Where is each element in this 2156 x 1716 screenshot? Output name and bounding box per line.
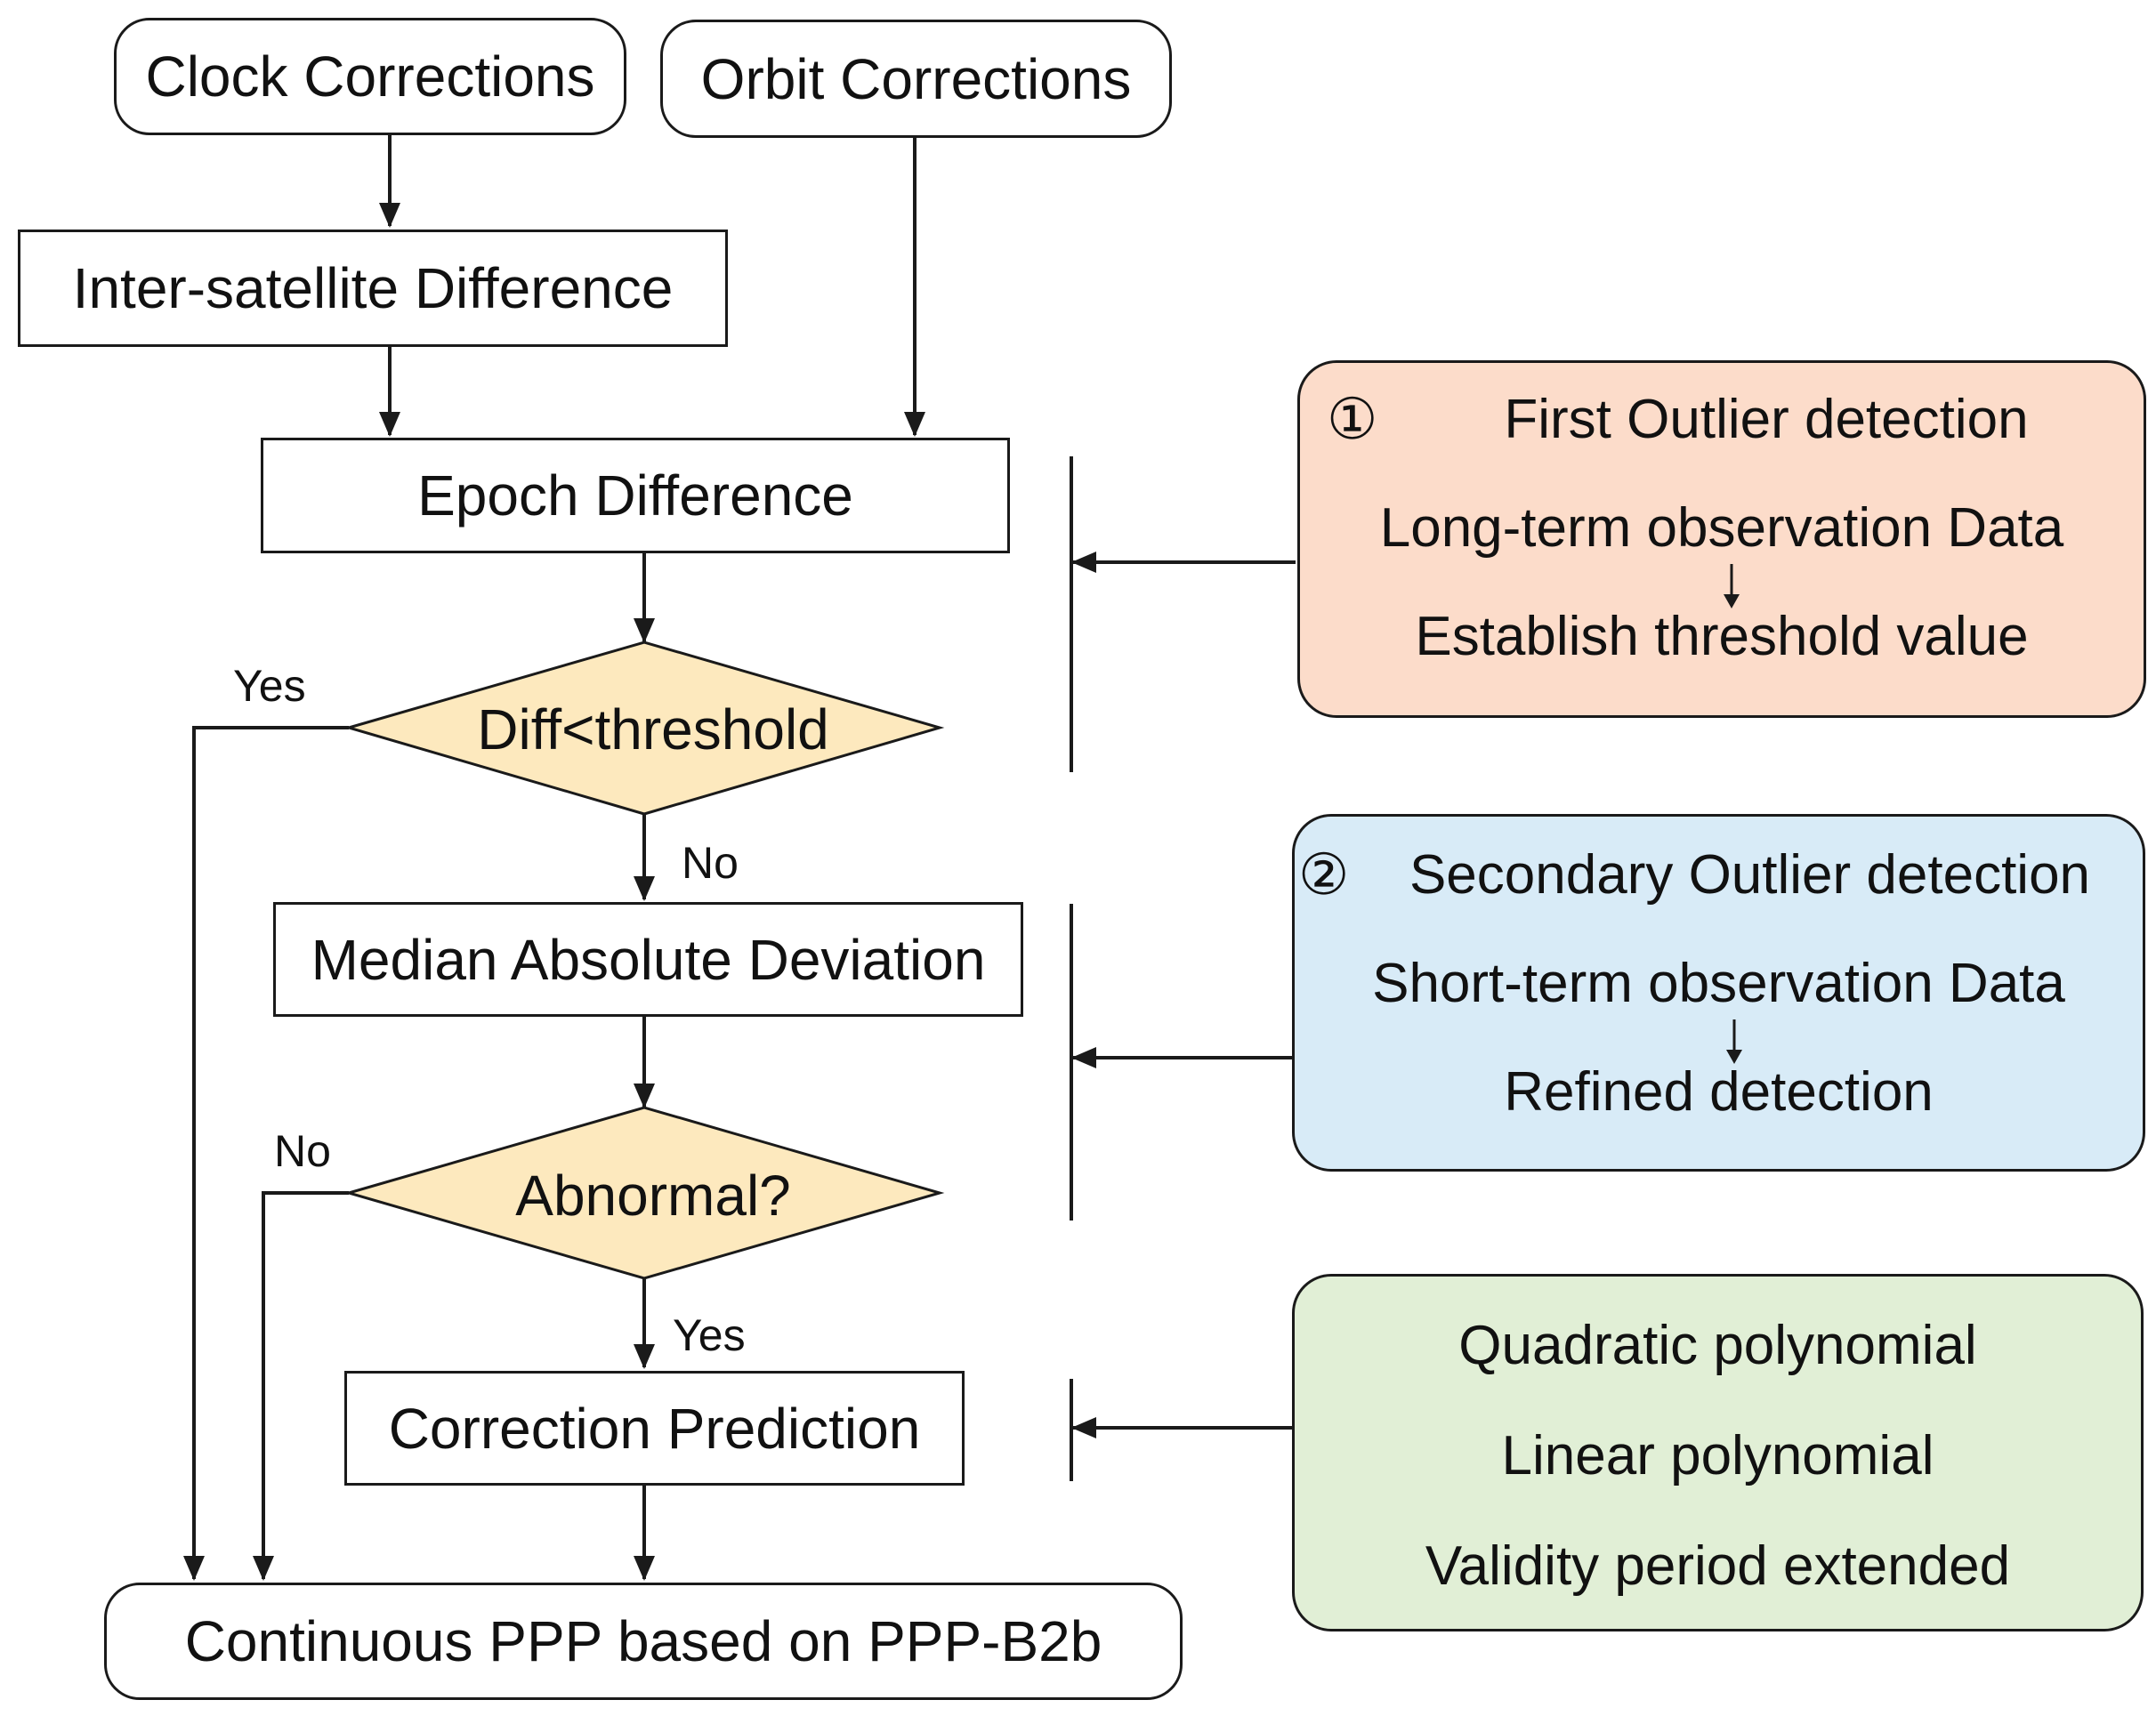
correction-prediction-node: Correction Prediction xyxy=(344,1371,965,1486)
prediction-methods-panel: Quadratic polynomial Linear polynomial V… xyxy=(1292,1274,2144,1631)
prediction-methods-line3: Validity period extended xyxy=(1425,1535,2011,1597)
branch-label-no-1: No xyxy=(682,838,739,888)
decision-diff-threshold-shape xyxy=(343,640,945,816)
arrow-yes-branch xyxy=(183,726,349,1581)
epoch-difference-node: Epoch Difference xyxy=(261,438,1010,553)
median-absolute-deviation-node: Median Absolute Deviation xyxy=(273,902,1023,1017)
secondary-outlier-line2: Refined detection xyxy=(1504,1061,1934,1123)
clock-corrections-node: Clock Corrections xyxy=(114,18,626,135)
branch-label-no-2: No xyxy=(274,1126,331,1176)
secondary-outlier-line1: Short-term observation Data xyxy=(1372,953,2065,1014)
secondary-outlier-title: Secondary Outlier detection xyxy=(1409,844,2091,906)
first-outlier-line1: Long-term observation Data xyxy=(1379,497,2064,559)
prediction-methods-line1: Quadratic polynomial xyxy=(1458,1315,1977,1376)
secondary-outlier-marker: ② xyxy=(1298,842,1350,906)
first-outlier-title: First Outlier detection xyxy=(1504,389,2029,450)
branch-label-yes-2: Yes xyxy=(673,1310,746,1360)
secondary-outlier-down-arrow xyxy=(1726,1019,1742,1064)
decision-diff-threshold-label: Diff<threshold xyxy=(477,697,829,761)
decision-abnormal-shape xyxy=(343,1106,945,1280)
branch-label-yes-1: Yes xyxy=(233,661,306,711)
inter-satellite-difference-node: Inter-satellite Difference xyxy=(18,230,728,347)
first-outlier-line2: Establish threshold value xyxy=(1415,606,2029,667)
continuous-ppp-node: Continuous PPP based on PPP-B2b xyxy=(104,1583,1183,1700)
first-outlier-panel: ① First Outlier detection Long-term obse… xyxy=(1297,360,2146,718)
secondary-outlier-panel: ② Secondary Outlier detection Short-term… xyxy=(1292,814,2145,1172)
orbit-corrections-node: Orbit Corrections xyxy=(660,20,1172,138)
arrow-no-branch xyxy=(253,1191,349,1581)
first-outlier-down-arrow xyxy=(1724,564,1740,608)
first-outlier-marker: ① xyxy=(1327,387,1378,451)
decision-abnormal-label: Abnormal? xyxy=(515,1164,791,1228)
prediction-methods-line2: Linear polynomial xyxy=(1501,1425,1934,1486)
